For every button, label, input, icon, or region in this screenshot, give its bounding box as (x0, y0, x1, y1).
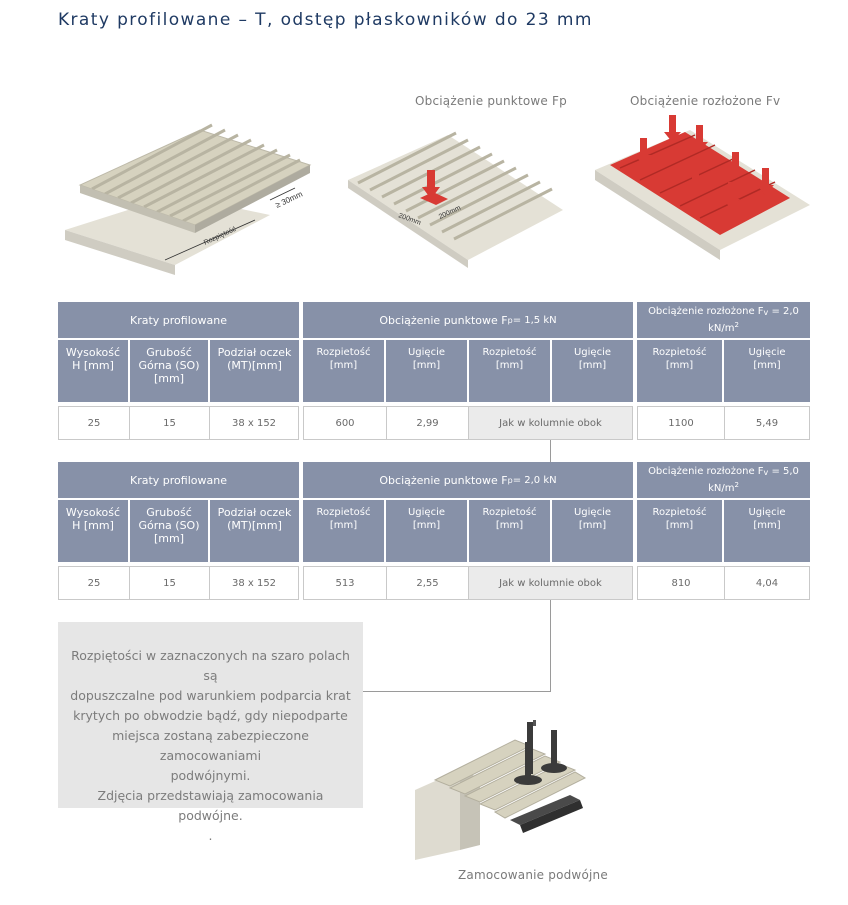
cell-see-adjacent: Jak w kolumnie obok (468, 406, 633, 440)
header-span-1: Rozpietość [mm] (303, 500, 384, 562)
grating-distributed-load-image (595, 115, 810, 260)
header-top-thickness: Grubość Górna (SO) [mm] (130, 500, 208, 562)
page-title: Kraty profilowane – T, odstęp płaskownik… (58, 10, 593, 30)
connector-line-vertical (550, 600, 551, 692)
cell-deflection-3: 4,04 (724, 566, 810, 600)
header-deflection-2: Ugięcie [mm] (552, 500, 633, 562)
note-line: Zdjęcia przedstawiają zamocowania podwój… (97, 788, 324, 823)
header-span-3: Rozpietość [mm] (637, 340, 722, 402)
header-deflection-1: Ugięcie [mm] (386, 340, 467, 402)
cell-deflection-1: 2,99 (386, 406, 469, 440)
cell-span-3: 810 (637, 566, 725, 600)
cell-top-thickness: 15 (129, 566, 210, 600)
note-line: Rozpiętości w zaznaczonych na szaro pola… (71, 648, 350, 683)
header-height: Wysokość H [mm] (58, 340, 128, 402)
header-span-2: Rozpietość [mm] (469, 340, 550, 402)
header-mesh: Podział oczek (MT)[mm] (210, 340, 299, 402)
note-box: Rozpiętości w zaznaczonych na szaro pola… (58, 622, 363, 843)
header-mesh: Podział oczek (MT)[mm] (210, 500, 299, 562)
connector-line-top (550, 440, 551, 462)
double-fastening-caption: Zamocowanie podwójne (458, 868, 608, 882)
double-fastening-image (415, 720, 587, 860)
cell-deflection-3: 5,49 (724, 406, 810, 440)
note-line: podwójnymi. (170, 768, 251, 783)
header-top-thickness: Grubość Górna (SO) [mm] (130, 340, 208, 402)
cell-deflection-1: 2,55 (386, 566, 469, 600)
group-header-distributed-load: Obciążenie rozłożone Fv = 5,0 kN/m2 (637, 462, 810, 498)
group-header-distributed-load: Obciążenie rozłożone Fv = 2,0 kN/m2 (637, 302, 810, 338)
header-span-3: Rozpietość [mm] (637, 500, 722, 562)
cell-top-thickness: 15 (129, 406, 210, 440)
note-line: miejsca zostaną zabezpieczone zamocowani… (112, 728, 309, 763)
header-span-1: Rozpietość [mm] (303, 340, 384, 402)
grating-point-load-image: 200mm 200mm (348, 131, 563, 268)
cell-mesh: 38 x 152 (209, 566, 299, 600)
cell-span-1: 600 (303, 406, 387, 440)
header-deflection-3: Ugięcie [mm] (724, 340, 810, 402)
note-line: krytych po obwodzie bądź, gdy niepodpart… (73, 708, 348, 723)
distributed-load-caption: Obciążenie rozłożone Fv (630, 94, 781, 108)
header-height: Wysokość H [mm] (58, 500, 128, 562)
note-line: dopuszczalne pod warunkiem podparcia kra… (70, 688, 351, 703)
cell-height: 25 (58, 566, 130, 600)
grating-span-image: Rozpiętość ≥ 30mm (65, 123, 312, 275)
cell-mesh: 38 x 152 (209, 406, 299, 440)
min-gap-label: ≥ 30mm (274, 189, 304, 209)
header-deflection-3: Ugięcie [mm] (724, 500, 810, 562)
cell-height: 25 (58, 406, 130, 440)
cell-span-1: 513 (303, 566, 387, 600)
connector-line-horizontal (363, 691, 551, 692)
group-header-gratings: Kraty profilowane (58, 462, 299, 498)
group-header-gratings: Kraty profilowane (58, 302, 299, 338)
note-line: . (208, 828, 213, 843)
header-deflection-1: Ugięcie [mm] (386, 500, 467, 562)
cell-span-3: 1100 (637, 406, 725, 440)
point-load-caption: Obciążenie punktowe Fp (415, 94, 567, 108)
header-span-2: Rozpietość [mm] (469, 500, 550, 562)
header-deflection-2: Ugięcie [mm] (552, 340, 633, 402)
cell-see-adjacent: Jak w kolumnie obok (468, 566, 633, 600)
